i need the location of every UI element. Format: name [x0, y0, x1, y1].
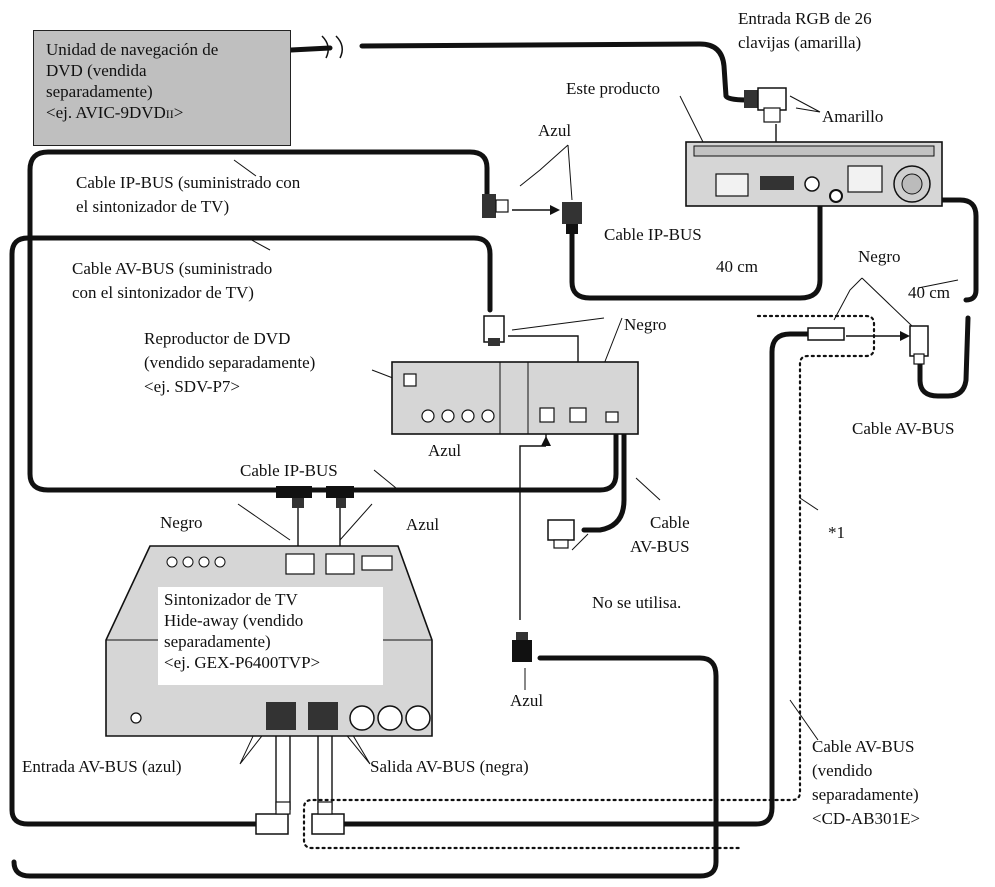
blue-label-bottom: Azul [510, 691, 543, 710]
avbus-supplied-label: Cable AV-BUS (suministrado [72, 259, 272, 278]
black-label-right: Negro [858, 247, 900, 266]
blue-label-top: Azul [538, 121, 571, 140]
dvd-player-device [391, 361, 639, 435]
navigation-unit-box: Unidad de navegación de DVD (vendida sep… [33, 30, 291, 146]
dvd-avbus-cable [581, 367, 627, 533]
head-unit-device [685, 141, 943, 207]
avbus-input-label: Entrada AV-BUS (azul) [22, 757, 182, 776]
avbus-product-cable [837, 197, 979, 399]
black-label-dvd: Negro [624, 315, 666, 334]
ipbus-supplied-label: Cable IP-BUS (suministrado con [76, 173, 301, 192]
svg-text:<ej. SDV-P7>: <ej. SDV-P7> [144, 377, 240, 396]
length-40cm-label-a: 40 cm [716, 257, 758, 276]
avbus-supplied-cable [9, 235, 493, 827]
this-product-label: Este producto [566, 79, 660, 98]
yellow-label: Amarillo [822, 107, 883, 126]
svg-text:AV-BUS: AV-BUS [630, 537, 690, 556]
svg-text:separadamente): separadamente) [812, 785, 919, 804]
blue-label-dvd: Azul [428, 441, 461, 460]
tv-tuner-label: Sintonizador de TV Hide-away (vendido se… [158, 587, 383, 685]
not-used-label: No se utilisa. [592, 593, 681, 612]
avbus-right-label: Cable AV-BUS [852, 419, 955, 438]
rgb-connector [744, 87, 787, 123]
blue-label-tv: Azul [406, 515, 439, 534]
avbus-black-connector-pair [807, 325, 929, 365]
avbus-cable-short-label: Cable [650, 513, 690, 532]
avbus-sold-label: Cable AV-BUS [812, 737, 915, 756]
svg-text:clavijas (amarilla): clavijas (amarilla) [738, 33, 861, 52]
svg-text:<CD-AB301E>: <CD-AB301E> [812, 809, 920, 828]
optional-route-dotted [302, 314, 876, 850]
rgb-cable [288, 41, 749, 103]
svg-text:(vendido separadamente): (vendido separadamente) [144, 353, 315, 372]
rgb-input-label: Entrada RGB de 26 [738, 9, 872, 28]
ipbus-blue-connector-pair [482, 194, 582, 234]
dvd-player-label: Reproductor de DVD [144, 329, 290, 348]
svg-text:con el sintonizador de TV): con el sintonizador de TV) [72, 283, 254, 302]
length-40cm-label-b: 40 cm [908, 283, 950, 302]
unused-connector [547, 519, 575, 549]
ipbus-cable-label-mid: Cable IP-BUS [604, 225, 702, 244]
black-label-tv: Negro [160, 513, 202, 532]
avbus-sold-cable [335, 331, 811, 827]
svg-text:el sintonizador de TV): el sintonizador de TV) [76, 197, 229, 216]
blue-lower-cable [11, 655, 719, 879]
ipbus-supplied-cable [27, 149, 619, 493]
ipbus-cable-label-lower: Cable IP-BUS [240, 461, 338, 480]
footnote-marker: *1 [828, 523, 845, 542]
svg-text:(vendido: (vendido [812, 761, 872, 780]
avbus-output-label: Salida AV-BUS (negra) [370, 757, 529, 776]
